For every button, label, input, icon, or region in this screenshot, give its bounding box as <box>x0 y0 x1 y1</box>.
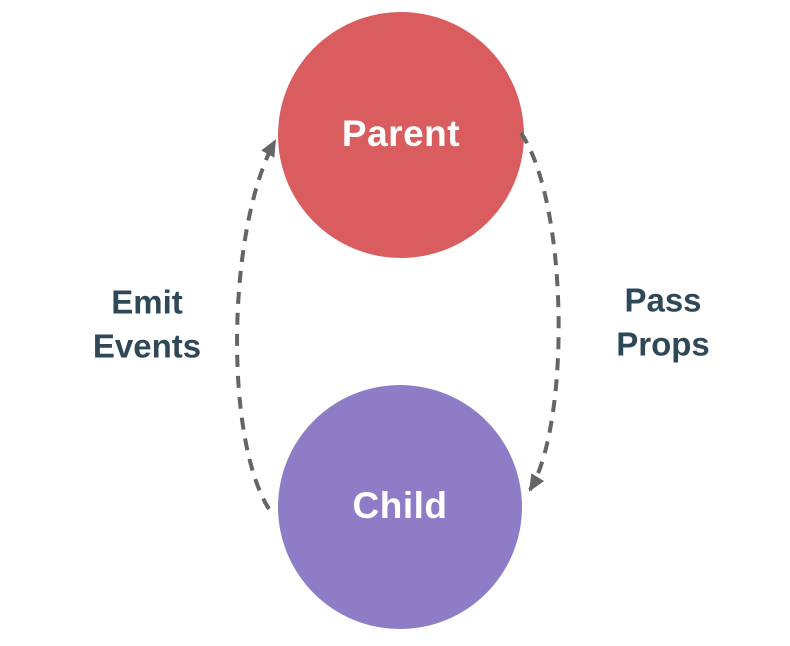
node-child-label: Child <box>352 485 448 526</box>
node-child-circle <box>278 385 522 629</box>
node-parent-circle <box>278 12 524 258</box>
edge-label-emit-events: Emit Events <box>92 283 202 364</box>
edge-pass-props-arrow <box>519 131 561 492</box>
edge-emit-events-arrow <box>235 139 277 511</box>
node-parent-label: Parent <box>341 113 461 154</box>
edge-label-pass-props: Pass Props <box>616 281 710 362</box>
